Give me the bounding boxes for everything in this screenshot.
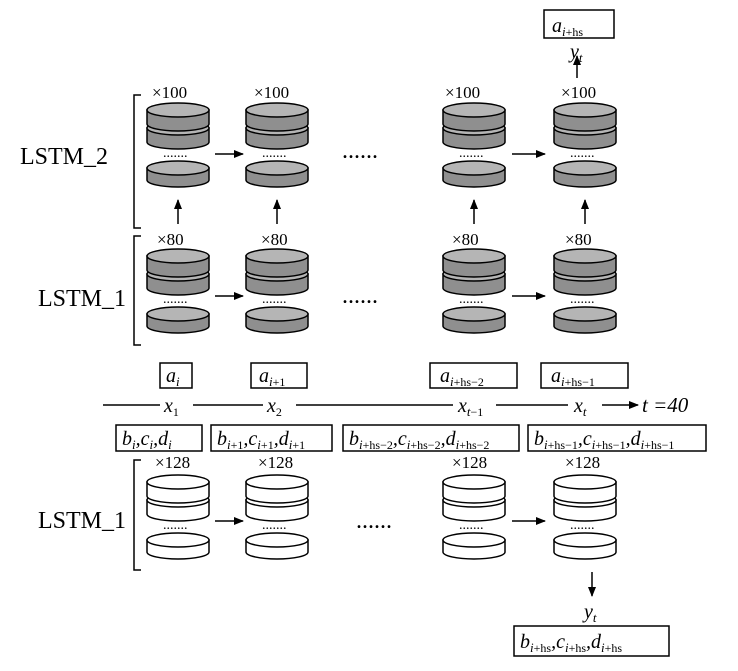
lstm1-unit-counts: ×80 ×80 ×80 ×80 bbox=[157, 230, 592, 249]
lstm2-cell-stack-2: ....... bbox=[245, 102, 309, 188]
connection-arrows bbox=[103, 55, 639, 597]
unit-count-lstm2-3: ×100 bbox=[445, 83, 480, 102]
unit-count-bottom-2: ×128 bbox=[258, 453, 293, 472]
input-box-bcd2 bbox=[210, 424, 333, 452]
input-label-bcd1: bi,ci,di bbox=[122, 428, 172, 452]
layer-ellipsis-bottom: ...... bbox=[356, 508, 392, 534]
stack-ellipsis: ....... bbox=[262, 292, 287, 307]
lstm1-cell-stack-4: ....... bbox=[553, 248, 617, 334]
lstm2-unit-counts: ×100 ×100 ×100 ×100 bbox=[152, 83, 596, 102]
unit-count-lstm1-2: ×80 bbox=[261, 230, 288, 249]
stack-ellipsis: ....... bbox=[570, 146, 595, 161]
stack-ellipsis: ....... bbox=[163, 518, 188, 533]
unit-count-bottom-3: ×128 bbox=[452, 453, 487, 472]
time-step-x1: x1 bbox=[163, 395, 179, 419]
lstm1-cell-stack-2: ....... bbox=[245, 248, 309, 334]
lstm1-bottom-cell-stack-4: ....... bbox=[553, 474, 617, 560]
time-step-xt-1: xt−1 bbox=[457, 395, 483, 419]
unit-count-lstm1-1: ×80 bbox=[157, 230, 184, 249]
unit-count-bottom-4: ×128 bbox=[565, 453, 600, 472]
layer-ellipsis-lstm2: ...... bbox=[342, 138, 378, 164]
stack-ellipsis: ....... bbox=[459, 146, 484, 161]
unit-count-lstm2-1: ×100 bbox=[152, 83, 187, 102]
lstm1-bottom-unit-counts: ×128 ×128 ×128 ×128 bbox=[155, 453, 600, 472]
output-box-bottom bbox=[513, 625, 670, 657]
time-step-x2: x2 bbox=[266, 395, 282, 419]
timeline-end-label: t =40 bbox=[642, 393, 689, 417]
unit-count-lstm2-2: ×100 bbox=[254, 83, 289, 102]
lstm1-bottom-cell-stack-3: ....... bbox=[442, 474, 506, 560]
stack-ellipsis: ....... bbox=[459, 292, 484, 307]
output-yt-bottom: yt bbox=[582, 601, 597, 625]
lstm2-cell-stack-1: ....... bbox=[146, 102, 210, 188]
lstm2-cell-stack-3: ....... bbox=[442, 102, 506, 188]
stack-ellipsis: ....... bbox=[163, 292, 188, 307]
stack-ellipsis: ....... bbox=[163, 146, 188, 161]
layer-label-lstm1-bottom: LSTM_1 bbox=[38, 508, 126, 534]
unit-count-lstm1-3: ×80 bbox=[452, 230, 479, 249]
layer-label-lstm2: LSTM_2 bbox=[20, 144, 108, 170]
cell-stacks: ........................................… bbox=[146, 102, 617, 560]
bracket-lstm1-bottom bbox=[133, 459, 141, 571]
input-box-a1 bbox=[159, 362, 193, 389]
lstm1-cell-stack-3: ....... bbox=[442, 248, 506, 334]
bracket-lstm1-top bbox=[133, 235, 141, 346]
stack-ellipsis: ....... bbox=[459, 518, 484, 533]
input-box-a4 bbox=[540, 362, 629, 389]
unit-count-bottom-1: ×128 bbox=[155, 453, 190, 472]
lstm1-cell-stack-1: ....... bbox=[146, 248, 210, 334]
lstm1-bottom-cell-stack-2: ....... bbox=[245, 474, 309, 560]
stack-ellipsis: ....... bbox=[570, 292, 595, 307]
layer-label-lstm1-top: LSTM_1 bbox=[38, 286, 126, 312]
lstm2-cell-stack-4: ....... bbox=[553, 102, 617, 188]
layer-ellipsis-lstm1: ...... bbox=[342, 283, 378, 309]
unit-count-lstm1-4: ×80 bbox=[565, 230, 592, 249]
output-yt-top: yt bbox=[568, 41, 583, 65]
input-box-bcd1 bbox=[115, 424, 203, 452]
input-box-bcd3 bbox=[342, 424, 520, 452]
input-box-bcd4 bbox=[527, 424, 707, 452]
time-step-xt: xt bbox=[573, 395, 587, 419]
lstm1-bottom-cell-stack-1: ....... bbox=[146, 474, 210, 560]
stack-ellipsis: ....... bbox=[570, 518, 595, 533]
input-box-a3 bbox=[429, 362, 518, 389]
bracket-lstm2 bbox=[133, 94, 141, 229]
unit-count-lstm2-4: ×100 bbox=[561, 83, 596, 102]
stack-ellipsis: ....... bbox=[262, 518, 287, 533]
input-box-a2 bbox=[250, 362, 308, 389]
output-box-top bbox=[543, 9, 615, 39]
stack-ellipsis: ....... bbox=[262, 146, 287, 161]
